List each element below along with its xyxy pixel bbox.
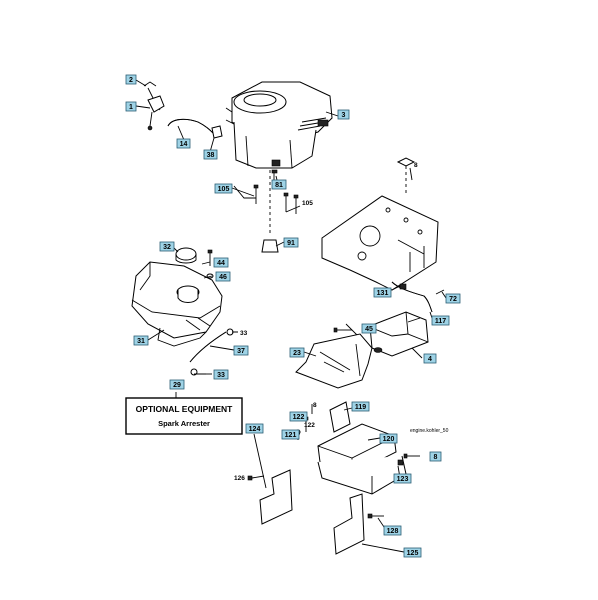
fuel-tank: [131, 261, 223, 347]
callout-128: 128: [383, 525, 402, 536]
callout-33: 33: [213, 369, 229, 380]
callout-29: 29: [169, 379, 185, 390]
callout-117: 117: [431, 315, 450, 326]
callout-31: 31: [133, 335, 149, 346]
svg-text:120: 120: [383, 436, 395, 443]
callout-121: 121: [281, 429, 300, 440]
svg-text:31: 31: [137, 338, 145, 345]
callout-72: 72: [445, 293, 461, 304]
svg-text:124: 124: [249, 426, 261, 433]
svg-text:37: 37: [237, 348, 245, 355]
label-126: 126: [234, 475, 245, 482]
callout-37: 37: [233, 345, 249, 356]
svg-text:29: 29: [173, 382, 181, 389]
label-8-bracket: 8: [313, 402, 317, 409]
svg-text:8: 8: [434, 454, 438, 461]
leader-lines: [135, 79, 447, 531]
svg-text:117: 117: [435, 318, 446, 325]
svg-text:119: 119: [355, 404, 366, 411]
label-122: 122: [304, 422, 315, 429]
callout-45: 45: [361, 323, 377, 334]
svg-text:1: 1: [129, 104, 133, 111]
callout-4: 4: [423, 353, 437, 364]
callout-14: 14: [176, 138, 191, 149]
callout-125: 125: [403, 547, 422, 558]
engine: [225, 81, 333, 169]
callout-1: 1: [125, 101, 137, 112]
callout-91: 91: [283, 237, 299, 248]
svg-text:45: 45: [365, 326, 373, 333]
callout-46: 46: [215, 271, 231, 282]
svg-text:4: 4: [428, 356, 432, 363]
callout-44: 44: [213, 257, 229, 268]
callout-105: 105: [214, 183, 233, 194]
callout-124: 124: [245, 423, 264, 434]
svg-text:125: 125: [407, 550, 419, 557]
svg-text:23: 23: [293, 350, 301, 357]
bolt-105-group: [233, 184, 301, 214]
svg-text:105: 105: [218, 186, 230, 193]
callout-120: 120: [379, 433, 398, 444]
muffler: [369, 311, 429, 357]
callout-81: 81: [271, 179, 287, 190]
optional-equipment-subtitle: Spark Arrester: [158, 419, 210, 428]
svg-text:91: 91: [287, 240, 295, 247]
svg-text:121: 121: [285, 432, 297, 439]
svg-text:33: 33: [217, 372, 225, 379]
callout-23: 23: [289, 347, 305, 358]
svg-text:44: 44: [217, 260, 225, 267]
callout-122: 122: [289, 411, 308, 422]
svg-text:3: 3: [342, 112, 346, 119]
callout-131: 131: [373, 287, 392, 298]
reference-code: engine.kohler_50: [410, 428, 449, 434]
svg-text:46: 46: [219, 274, 227, 281]
svg-text:38: 38: [207, 152, 215, 159]
optional-equipment-title: OPTIONAL EQUIPMENT: [136, 404, 233, 414]
callout-119: 119: [351, 401, 370, 412]
svg-text:128: 128: [387, 528, 399, 535]
svg-text:14: 14: [180, 141, 188, 148]
callout-32: 32: [159, 241, 175, 252]
svg-text:81: 81: [275, 182, 283, 189]
svg-text:122: 122: [293, 414, 305, 421]
svg-text:32: 32: [163, 244, 171, 251]
svg-text:2: 2: [129, 77, 133, 84]
callout-3: 3: [337, 109, 350, 120]
heat-shield: [295, 333, 373, 389]
callout-2: 2: [125, 74, 137, 85]
svg-text:131: 131: [377, 290, 389, 297]
throttle-control: [143, 81, 165, 131]
callout-8: 8: [429, 451, 442, 462]
frame: [321, 195, 439, 291]
label-105: 105: [302, 200, 313, 207]
svg-text:123: 123: [397, 476, 409, 483]
label-8-top: 8: [414, 162, 418, 169]
callout-38: 38: [203, 149, 218, 160]
svg-text:72: 72: [449, 296, 457, 303]
callout-123: 123: [393, 473, 412, 484]
spark-arrester-assembly: [247, 401, 420, 555]
label-33: 33: [240, 330, 248, 337]
